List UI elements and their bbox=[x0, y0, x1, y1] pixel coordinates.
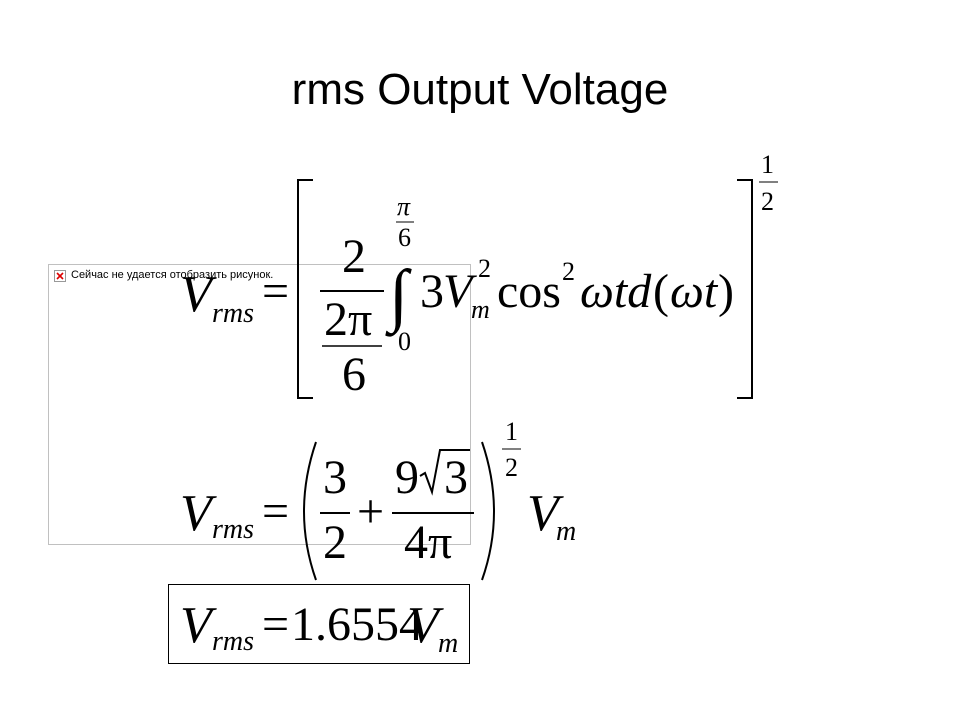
eq1-close-paren: ) bbox=[718, 265, 734, 318]
eq2-term2-denominator: 4π bbox=[404, 516, 452, 569]
eq2-sqrt-radicand: 3 bbox=[444, 451, 468, 504]
eq1-upper-limit-den: 6 bbox=[398, 223, 411, 252]
eq1-vm-superscript: 2 bbox=[478, 254, 491, 283]
eq2-term1-numerator: 3 bbox=[323, 451, 347, 504]
eq2-lhs-subscript: rms bbox=[212, 514, 254, 545]
eq2-term1-denominator: 2 bbox=[323, 516, 347, 569]
equation-3: V rms = 1.6554 V m bbox=[180, 597, 458, 659]
eq1-inner-denominator: 6 bbox=[342, 348, 366, 401]
broken-image-placeholder: Сейчас не удается отобразить рисунок. bbox=[48, 264, 471, 545]
eq1-equals: = bbox=[262, 265, 289, 318]
equation-1: V rms = 2 2π 6 π 6 ∫ 0 3 V 2 m cos 2 ωtd… bbox=[180, 150, 778, 401]
eq2-term2-coef: 9 bbox=[395, 451, 419, 504]
eq1-lower-limit: 0 bbox=[398, 327, 411, 356]
eq1-diff-variable: ωt bbox=[670, 265, 719, 318]
eq1-left-bracket bbox=[297, 179, 313, 399]
eq2-exponent-num: 1 bbox=[505, 417, 518, 446]
slide-title: rms Output Voltage bbox=[291, 65, 669, 114]
eq1-exponent-num: 1 bbox=[761, 150, 774, 179]
result-box bbox=[168, 584, 470, 664]
eq3-lhs-subscript: rms bbox=[212, 626, 254, 657]
equation-2: V rms = 3 2 + 9 3 4π 1 2 V m bbox=[180, 417, 576, 581]
broken-image-text: Сейчас не удается отобразить рисунок. bbox=[71, 269, 274, 281]
eq1-right-bracket bbox=[737, 179, 753, 399]
eq2-equals: = bbox=[262, 485, 289, 538]
eq1-vm-symbol: V bbox=[443, 265, 477, 318]
eq2-sqrt-sign bbox=[419, 449, 470, 496]
eq1-upper-limit-num: π bbox=[397, 192, 411, 221]
eq1-vm-subscript: m bbox=[471, 295, 490, 324]
eq1-argument: ωtd bbox=[580, 265, 652, 318]
eq2-exponent-den: 2 bbox=[505, 453, 518, 482]
eq2-lhs-symbol: V bbox=[180, 485, 217, 542]
eq1-cos-superscript: 2 bbox=[562, 257, 575, 286]
eq1-lhs-subscript: rms bbox=[212, 298, 254, 329]
eq1-coefficient: 3 bbox=[420, 265, 444, 318]
eq2-rhs-symbol: V bbox=[527, 485, 564, 542]
eq3-rhs-subscript: m bbox=[438, 628, 458, 659]
eq3-value: 1.6554 bbox=[291, 598, 423, 651]
eq1-exponent-den: 2 bbox=[761, 187, 774, 216]
eq1-inner-numerator: 2π bbox=[324, 293, 372, 346]
eq2-left-paren bbox=[303, 441, 317, 581]
eq3-lhs-symbol: V bbox=[180, 597, 217, 654]
eq2-plus: + bbox=[357, 485, 384, 538]
eq1-open-paren: ( bbox=[653, 265, 669, 318]
broken-image-icon bbox=[54, 270, 66, 282]
eq1-cos: cos bbox=[497, 265, 561, 318]
eq1-integral-sign: ∫ bbox=[385, 257, 412, 337]
eq3-rhs-symbol: V bbox=[407, 597, 444, 654]
eq2-rhs-subscript: m bbox=[556, 516, 576, 547]
eq1-frac-numerator: 2 bbox=[342, 230, 366, 283]
eq2-right-paren bbox=[481, 441, 495, 581]
eq3-equals: = bbox=[262, 598, 289, 651]
eq1-lhs-symbol: V bbox=[180, 266, 217, 323]
